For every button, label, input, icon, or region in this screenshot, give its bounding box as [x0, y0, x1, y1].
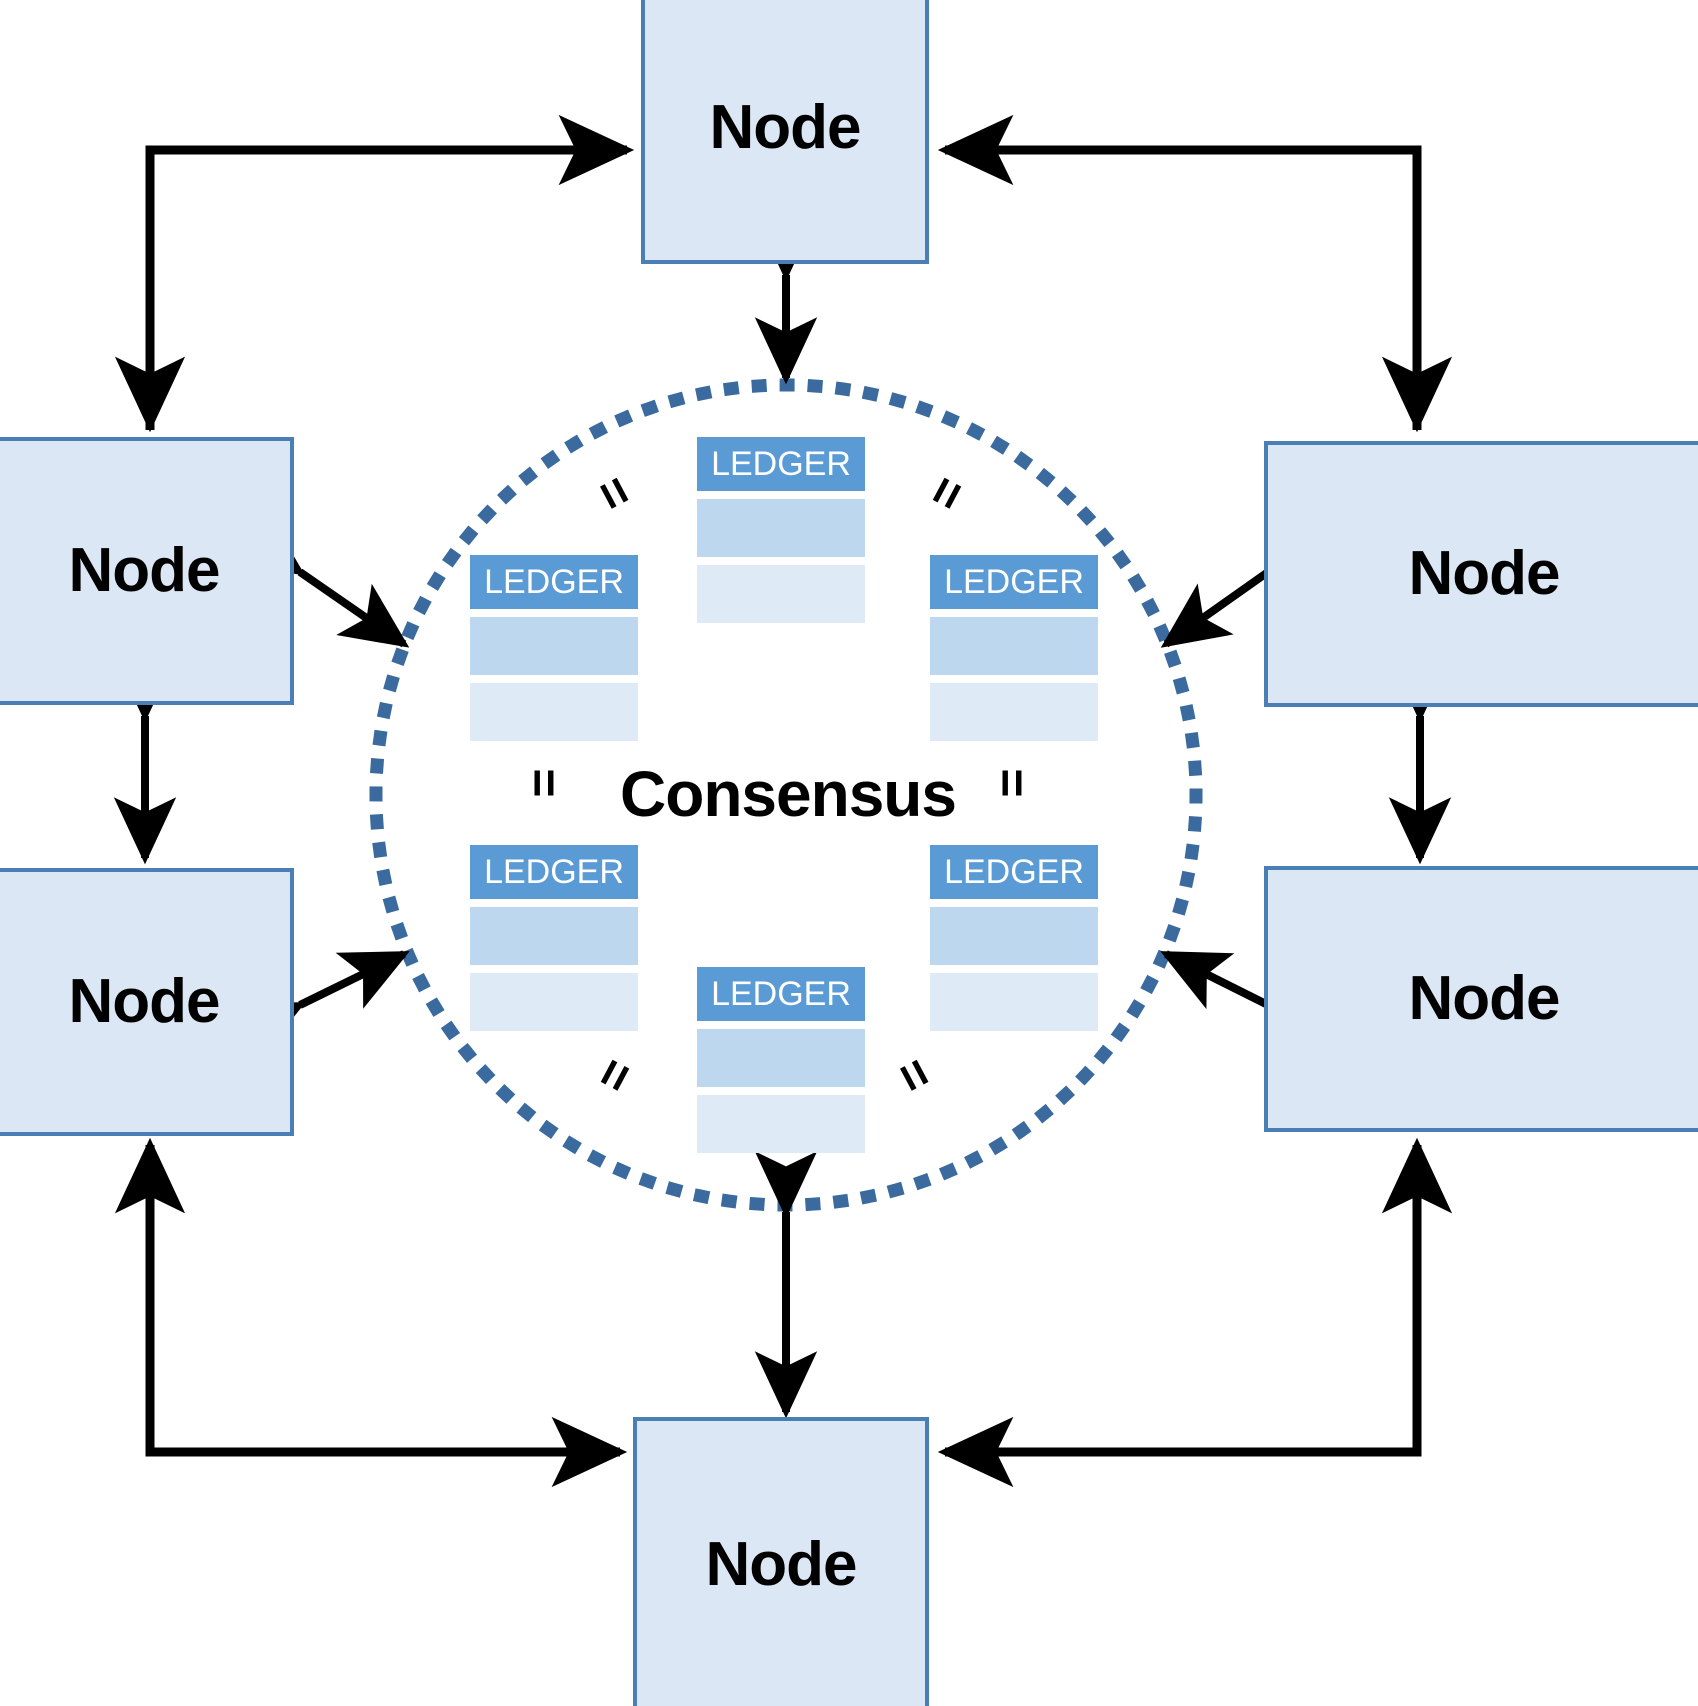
- equals-sign-mid-right: =: [984, 768, 1041, 798]
- ledger-header-label: LEDGER: [930, 845, 1098, 899]
- node-label: Node: [68, 967, 221, 1036]
- node-box-right-lower[interactable]: Node: [1264, 866, 1698, 1132]
- ledger-record-bar-2: [930, 683, 1098, 741]
- node-label: Node: [709, 93, 862, 162]
- arrow-left-upper-to-top: [114, 114, 635, 433]
- ledger-header-label: LEDGER: [470, 845, 638, 899]
- consensus-label: Consensus: [620, 758, 957, 830]
- ledger-record-bar-2: [470, 683, 638, 741]
- arrow-circle-node-left-lower: [231, 950, 410, 1060]
- ledger-block-lower-left[interactable]: LEDGER: [470, 845, 638, 1031]
- arrow-circle-node-right-upper: [1160, 511, 1336, 648]
- ledger-header-label: LEDGER: [470, 555, 638, 609]
- ledger-record-bar-1: [930, 617, 1098, 675]
- equals-sign-top-left: =: [583, 466, 647, 520]
- ledger-block-bottom[interactable]: LEDGER: [697, 967, 865, 1153]
- ledger-block-top[interactable]: LEDGER: [697, 437, 865, 623]
- ledger-record-bar-1: [470, 617, 638, 675]
- ledger-block-upper-right[interactable]: LEDGER: [930, 555, 1098, 741]
- ledger-record-bar-1: [697, 499, 865, 557]
- ledger-record-bar-1: [470, 907, 638, 965]
- equals-sign-mid-left: =: [516, 768, 573, 798]
- ledger-record-bar-2: [470, 973, 638, 1031]
- node-label: Node: [68, 536, 221, 605]
- node-label: Node: [1408, 539, 1561, 608]
- arrow-left-lower-to-bottom: [114, 1137, 628, 1488]
- ledger-header-label: LEDGER: [697, 437, 865, 491]
- arrow-circle-node-right-lower: [1160, 950, 1337, 1061]
- node-box-left-lower[interactable]: Node: [0, 868, 294, 1136]
- node-label: Node: [1408, 964, 1561, 1033]
- ledger-record-bar-2: [697, 1095, 865, 1153]
- node-box-top[interactable]: Node: [641, 0, 929, 264]
- equals-sign-bottom-right: =: [883, 1048, 947, 1102]
- node-box-left-upper[interactable]: Node: [0, 437, 294, 705]
- ledger-record-bar-2: [697, 565, 865, 623]
- arrow-right-upper-to-top: [937, 114, 1453, 433]
- ledger-record-bar-1: [697, 1029, 865, 1087]
- equals-sign-top-right: =: [915, 466, 979, 520]
- ledger-record-bar-1: [930, 907, 1098, 965]
- node-box-bottom[interactable]: Node: [633, 1417, 929, 1706]
- node-box-right-upper[interactable]: Node: [1264, 441, 1698, 707]
- ledger-block-upper-left[interactable]: LEDGER: [470, 555, 638, 741]
- equals-sign-bottom-left: =: [583, 1048, 647, 1102]
- ledger-header-label: LEDGER: [697, 967, 865, 1021]
- arrow-right-lower-to-bottom: [937, 1137, 1453, 1488]
- ledger-record-bar-2: [930, 973, 1098, 1031]
- ledger-block-lower-right[interactable]: LEDGER: [930, 845, 1098, 1031]
- node-label: Node: [705, 1530, 858, 1599]
- ledger-header-label: LEDGER: [930, 555, 1098, 609]
- arrow-circle-node-left-upper: [232, 511, 410, 648]
